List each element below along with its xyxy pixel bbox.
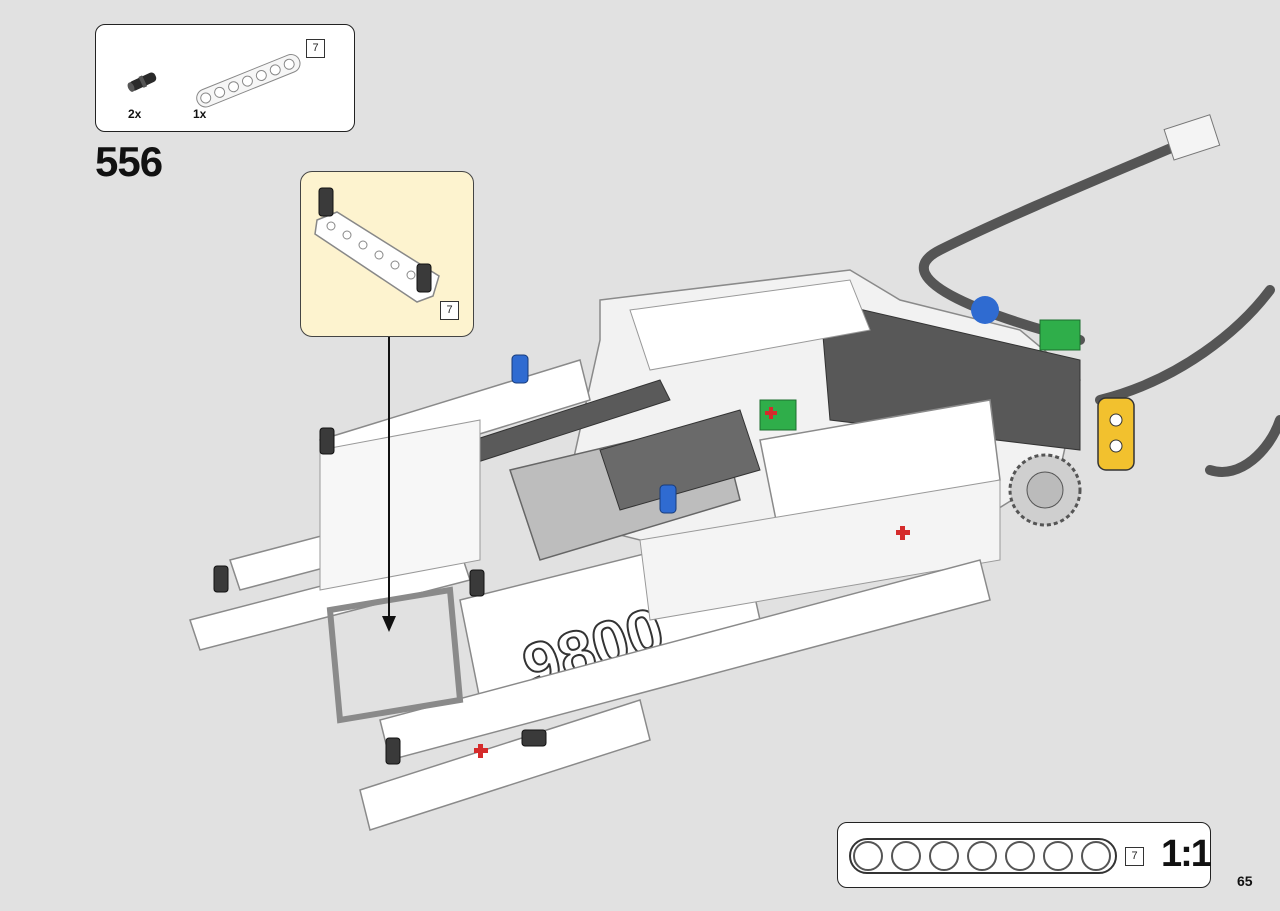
- liftarm-7-icon: [196, 54, 301, 108]
- part-qty-pin: 2x: [128, 107, 142, 121]
- yellow-connector-icon: [1097, 397, 1135, 471]
- motor-block: [509, 409, 761, 561]
- cable-icon: [918, 135, 1280, 477]
- green-clip-icon: [759, 319, 1081, 431]
- part-qty-liftarm: 1x: [193, 107, 207, 121]
- part-length-tag: 7: [306, 39, 325, 58]
- black-pin-icon: [213, 427, 547, 765]
- frame-right: [639, 399, 1001, 621]
- cable-plug-icon: [1163, 114, 1221, 161]
- scale-label: 1:1: [1161, 833, 1212, 875]
- scale-length-tag: 7: [1125, 847, 1144, 866]
- scale-reference: 7 1:1: [837, 822, 1212, 888]
- callout-box: 7: [300, 171, 474, 337]
- beam-lower-front: [326, 559, 991, 831]
- insert-arrow: [382, 336, 396, 632]
- frame-left: [189, 419, 481, 651]
- gear-icon: [1008, 453, 1082, 527]
- parts-illustration: [127, 54, 301, 108]
- liftarm-with-pins-icon: [314, 187, 440, 303]
- scale-liftarm-icon: [849, 838, 1117, 874]
- parts-list: 2x 1x 7: [95, 24, 355, 132]
- red-axle-icon: [474, 407, 910, 758]
- blue-pin-icon: [511, 296, 999, 514]
- page-number: 65: [1237, 873, 1253, 889]
- step-number: 556: [95, 138, 163, 185]
- callout-length-tag: 7: [440, 301, 459, 320]
- friction-pin-icon: [127, 72, 157, 92]
- callout-illustration: [314, 187, 440, 303]
